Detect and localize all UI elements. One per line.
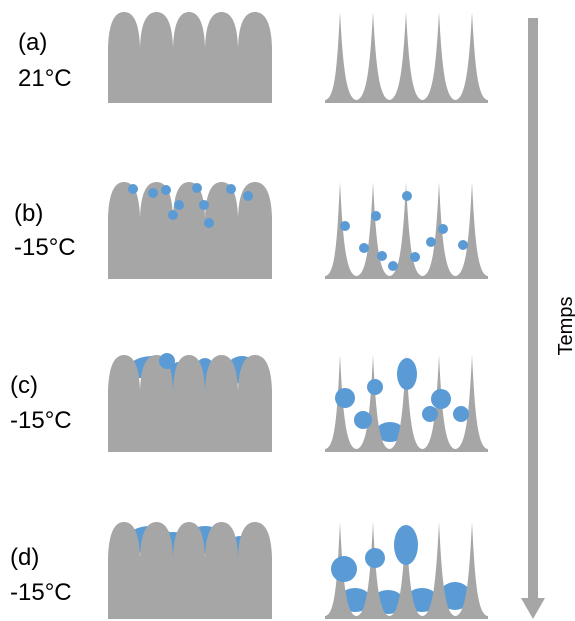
panel-c-temperature: -15°C: [10, 407, 72, 434]
rounded-pillar-1-5: [238, 12, 272, 103]
rounded-pillar-3-1: [108, 355, 140, 452]
droplet-c-right-6: [354, 411, 372, 429]
rounded-pillar-2-3: [173, 182, 205, 279]
sharp-spikes-4: [325, 522, 488, 619]
sharp-spikes-3: [325, 355, 488, 452]
panel-d-letter: (d): [10, 544, 39, 571]
droplet-b-left-8: [199, 200, 209, 210]
droplet-b-left-2: [148, 188, 158, 198]
panel-labels: (a) 21°C (b) -15°C (c) -15°C (d) -15°C: [10, 29, 76, 606]
rounded-pillar-3-4: [205, 355, 238, 452]
rounded-pillar-4-1: [108, 522, 140, 619]
droplet-c-right-2: [367, 379, 383, 395]
panel-b-letter: (b): [14, 200, 43, 227]
droplet-b-right-10: [458, 240, 468, 250]
droplet-c-right-3: [397, 358, 417, 390]
rounded-pillar-2-1: [108, 182, 140, 279]
rounded-pillar-4-2: [140, 522, 173, 619]
time-arrow: Temps: [521, 18, 575, 619]
water-c-right-7: [376, 422, 404, 442]
droplet-b-right-5: [377, 251, 387, 261]
droplet-c-right-4: [431, 389, 451, 409]
rounded-pillar-4-5: [238, 522, 272, 619]
droplet-b-left-5: [226, 184, 236, 194]
droplet-c-right-5: [422, 406, 438, 422]
droplet-b-right-4: [359, 243, 369, 253]
droplet-b-left-1: [128, 184, 138, 194]
droplet-b-right-6: [388, 261, 398, 271]
droplet-b-right-3: [340, 221, 350, 231]
rounded-pillar-3-2: [140, 355, 173, 452]
rounded-pillar-4-4: [205, 522, 238, 619]
droplet-b-right-8: [426, 237, 436, 247]
rounded-pillar-1-2: [140, 12, 173, 103]
sharp-spikes-1: [325, 12, 488, 103]
time-arrow-head: [521, 598, 545, 619]
rounded-pillar-1-1: [108, 12, 140, 103]
droplet-d-right-1: [331, 556, 357, 582]
rounded-pillar-3-5: [238, 355, 272, 452]
droplet-b-left-6: [243, 191, 253, 201]
droplet-b-left-3: [161, 185, 171, 195]
rounded-pillar-2-2: [140, 182, 173, 279]
rounded-pillar-4-3: [173, 522, 205, 619]
droplet-b-left-4: [192, 183, 202, 193]
droplet-b-right-9: [438, 224, 448, 234]
rounded-pillar-1-3: [173, 12, 205, 103]
droplet-d-right-2: [365, 548, 385, 568]
sharp-spikes-2: [325, 182, 488, 279]
panel-c-letter: (c): [10, 372, 38, 399]
water-d-right-7: [439, 582, 471, 610]
panel-a-letter: (a): [18, 29, 47, 56]
droplet-b-right-7: [410, 252, 420, 262]
panel-d-temperature: -15°C: [10, 579, 72, 606]
droplet-c-right-8: [453, 406, 469, 422]
panel-a-temperature: 21°C: [18, 65, 72, 92]
panel-b-temperature: -15°C: [14, 234, 76, 261]
rounded-pillar-3-3: [173, 355, 205, 452]
droplet-b-left-9: [168, 210, 178, 220]
droplet-b-left-10: [204, 218, 214, 228]
droplet-b-right-1: [371, 211, 381, 221]
droplet-d-right-3: [394, 525, 418, 565]
rounded-pillar-2-4: [205, 182, 238, 279]
time-arrow-shaft: [528, 18, 538, 602]
droplet-c-left-1: [159, 353, 175, 369]
droplet-b-left-7: [174, 200, 184, 210]
rounded-pillar-2-5: [238, 182, 272, 279]
rounded-pillar-1-4: [205, 12, 238, 103]
surface-structures: [108, 12, 488, 619]
water-droplets: [128, 183, 469, 582]
droplet-c-right-1: [335, 388, 355, 408]
time-axis-label: Temps: [555, 297, 575, 356]
droplet-b-right-2: [402, 191, 412, 201]
